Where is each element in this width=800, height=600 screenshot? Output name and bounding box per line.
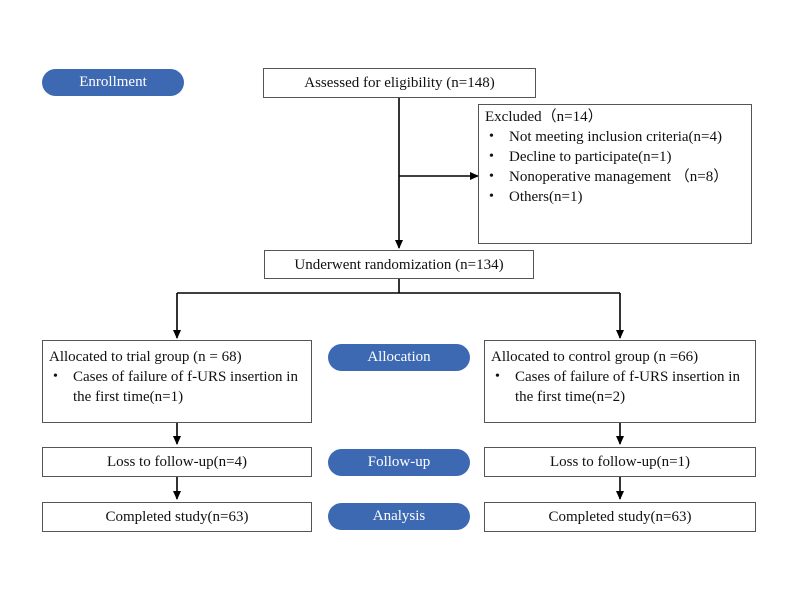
control-allocation-list: Cases of failure of f-URS insertion in t…	[491, 367, 749, 407]
excluded-box: Excluded（n=14） Not meeting inclusion cri…	[478, 104, 752, 244]
trial-loss-text: Loss to follow-up(n=4)	[106, 454, 248, 470]
control-loss-text: Loss to follow-up(n=1)	[549, 454, 691, 470]
stage-allocation: Allocation	[328, 344, 470, 371]
control-completed-box: Completed study(n=63)	[484, 502, 756, 532]
trial-allocated-text: Allocated to trial group (n = 68)	[49, 349, 242, 365]
excluded-item: Others(n=1)	[485, 187, 745, 207]
excluded-title: Excluded（n=14）	[485, 109, 603, 125]
trial-completed-text: Completed study(n=63)	[105, 509, 249, 525]
trial-failure-note: Cases of failure of f-URS insertion in t…	[49, 367, 305, 407]
stage-analysis: Analysis	[328, 503, 470, 530]
stage-enrollment: Enrollment	[42, 69, 184, 96]
randomization-text: Underwent randomization (n=134)	[294, 256, 504, 273]
stage-follow-up: Follow-up	[328, 449, 470, 476]
randomization-box: Underwent randomization (n=134)	[264, 250, 534, 279]
assessed-box: Assessed for eligibility (n=148)	[263, 68, 536, 98]
assessed-text: Assessed for eligibility (n=148)	[304, 75, 495, 91]
control-failure-note: Cases of failure of f-URS insertion in t…	[491, 367, 749, 407]
trial-allocation-list: Cases of failure of f-URS insertion in t…	[49, 367, 305, 407]
excluded-item: Decline to participate(n=1)	[485, 147, 745, 167]
control-loss-box: Loss to follow-up(n=1)	[484, 447, 756, 477]
control-allocated-text: Allocated to control group (n =66)	[491, 349, 699, 365]
trial-completed-box: Completed study(n=63)	[42, 502, 312, 532]
control-completed-text: Completed study(n=63)	[548, 509, 692, 525]
trial-loss-box: Loss to follow-up(n=4)	[42, 447, 312, 477]
excluded-list: Not meeting inclusion criteria(n=4) Decl…	[485, 127, 745, 207]
excluded-item: Nonoperative management （n=8）	[485, 167, 745, 187]
control-allocation-box: Allocated to control group (n =66) Cases…	[484, 340, 756, 423]
excluded-item: Not meeting inclusion criteria(n=4)	[485, 127, 745, 147]
trial-allocation-box: Allocated to trial group (n = 68) Cases …	[42, 340, 312, 423]
